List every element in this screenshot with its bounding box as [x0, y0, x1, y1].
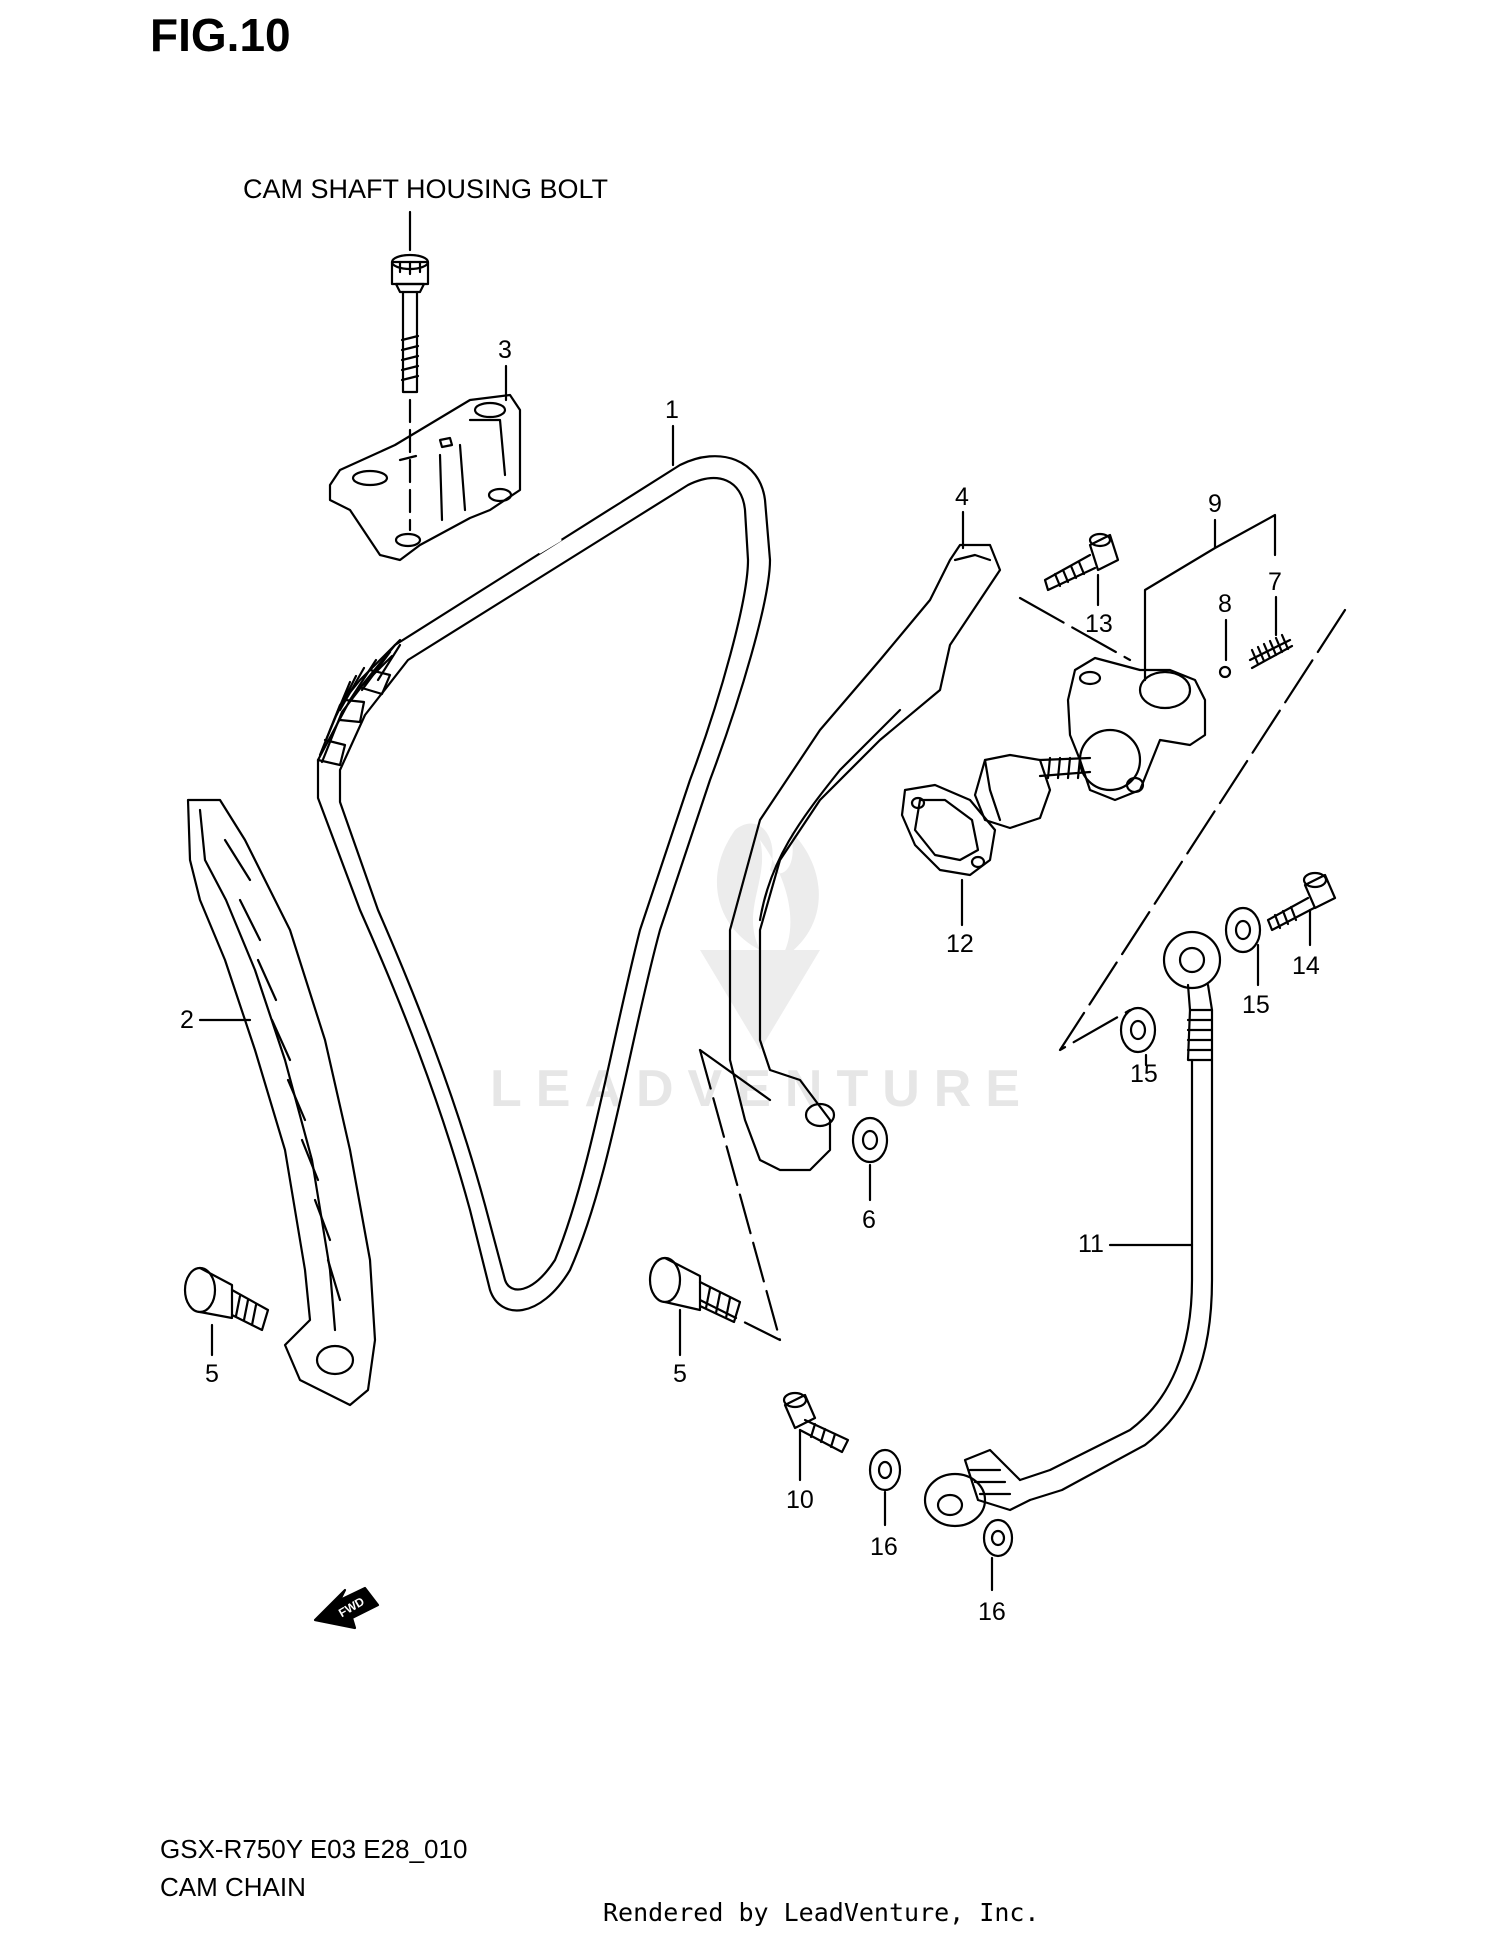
callout-1: 1	[665, 396, 679, 424]
callout-16a: 16	[870, 1533, 898, 1561]
union-bolt-icon	[782, 1391, 850, 1454]
callout-9: 8	[1218, 590, 1232, 618]
chain-links-detail	[316, 638, 402, 767]
gasket-washer-icon	[868, 1448, 902, 1492]
callout-14: 10	[786, 1486, 814, 1514]
watermark-text: LEADVENTURE	[490, 1060, 1034, 1118]
chain-guide-icon	[186, 798, 377, 1407]
section-name: CAM CHAIN	[160, 1872, 306, 1902]
cam-chain-icon	[316, 455, 772, 1312]
oil-hose-icon	[923, 930, 1222, 1528]
callout-10: 12	[946, 930, 974, 958]
callout-13: 14	[1292, 952, 1320, 980]
cam-shaft-housing-bolt-icon	[390, 253, 430, 532]
bolt-icon	[1043, 532, 1120, 592]
cam-shaft-housing-bolt-label: CAM SHAFT HOUSING BOLT	[243, 174, 608, 204]
gasket-washer-icon	[1119, 1006, 1157, 1054]
callout-5b: 5	[673, 1360, 687, 1388]
callout-4: 4	[955, 483, 969, 511]
callout-2: 2	[180, 1006, 194, 1034]
callout-15a: 15	[1242, 991, 1270, 1019]
gasket-icon	[900, 783, 997, 877]
callout-5a: 5	[205, 1360, 219, 1388]
reference-dash	[698, 1048, 772, 1102]
spring-icon	[1248, 633, 1294, 670]
callout-12: 11	[1078, 1230, 1104, 1258]
gasket-washer-icon	[1224, 906, 1262, 954]
callout-7: 9	[1208, 490, 1222, 518]
leader-7	[1143, 513, 1277, 682]
watermark-flame-icon	[716, 823, 819, 960]
callout-3: 3	[498, 336, 512, 364]
tensioner-assembly-icon	[973, 656, 1207, 830]
guide-bolt-icon	[648, 1256, 742, 1324]
rendered-by: Rendered by LeadVenture, Inc.	[603, 1898, 1040, 1927]
model-code: GSX-R750Y E03 E28_010	[160, 1834, 468, 1864]
watermark: LEADVENTURE	[490, 823, 1034, 1118]
callout-6: 6	[862, 1206, 876, 1234]
reference-dash-triangle	[698, 1048, 782, 1342]
tensioner-guide-icon	[728, 543, 1002, 1172]
union-bolt-icon	[1266, 871, 1337, 932]
callout-15b: 15	[1130, 1060, 1158, 1088]
gasket-washer-icon	[982, 1518, 1014, 1558]
callout-11: 13	[1085, 610, 1113, 638]
guide-bracket-icon	[328, 393, 522, 562]
callout-16b: 16	[978, 1598, 1006, 1626]
tensioner-reference-lines	[1018, 596, 1347, 1052]
callout-8: 7	[1268, 568, 1282, 596]
ball-icon	[1218, 665, 1232, 679]
forward-arrow-icon: FWD	[313, 1586, 380, 1630]
figure-title: FIG.10	[150, 9, 291, 61]
washer-icon	[851, 1116, 889, 1164]
guide-bolt-icon	[183, 1266, 270, 1332]
